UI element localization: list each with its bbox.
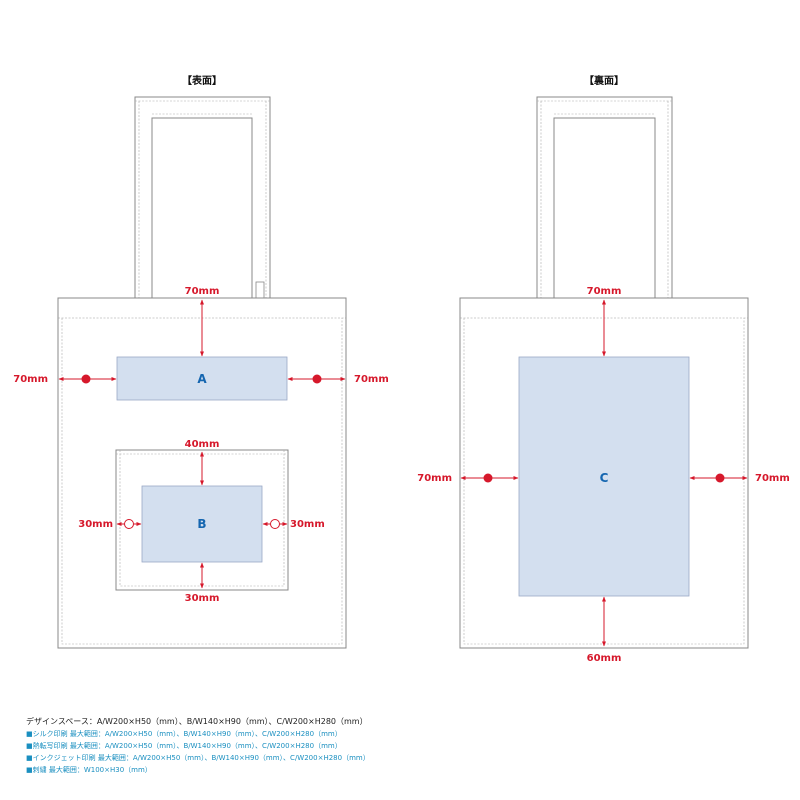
front-view: 【表面】 A 70mm 70mm 70mm (13, 74, 389, 649)
back-handle (536, 96, 673, 298)
area-a-top-dim: 70mm (185, 286, 220, 297)
print-area-a (116, 356, 288, 401)
area-b-left-dim: 30mm (78, 519, 113, 530)
back-view: 【裏面】 C 70mm 70mm 70mm (417, 74, 790, 664)
area-a-left-dim: 70mm (13, 374, 48, 385)
area-b-top-dim: 40mm (185, 439, 220, 450)
note-embroidery: ■刺繍 最大範囲：W100×H30（mm） (26, 766, 152, 774)
front-handle (134, 96, 271, 299)
print-area-b (141, 485, 263, 563)
area-c-right-dim: 70mm (755, 473, 790, 484)
note-silk-print: ■シルク印刷 最大範囲：A/W200×H50（mm）、B/W140×H90（mm… (26, 730, 342, 738)
print-area-c-label: C (600, 471, 609, 485)
area-b-bottom-dim: 30mm (185, 593, 220, 604)
area-b-right-dim: 30mm (290, 519, 325, 530)
area-a-right-dot (312, 374, 322, 384)
area-c-top-dim: 70mm (587, 286, 622, 297)
note-design-space: デザインスペース：A/W200×H50（mm）、B/W140×H90（mm）、C… (26, 717, 368, 726)
back-title: 【裏面】 (584, 74, 624, 87)
front-title: 【表面】 (182, 74, 222, 87)
area-b-right-dot (270, 519, 280, 529)
note-heat-transfer: ■熱転写印刷 最大範囲：A/W200×H50（mm）、B/W140×H90（mm… (26, 742, 342, 750)
area-a-right-dim: 70mm (354, 374, 389, 385)
area-c-left-dim: 70mm (417, 473, 452, 484)
print-spec-notes: デザインスペース：A/W200×H50（mm）、B/W140×H90（mm）、C… (26, 716, 786, 776)
print-area-b-label: B (197, 517, 206, 531)
print-area-c (518, 356, 690, 597)
area-c-right-dot (715, 473, 725, 483)
area-c-left-dot (483, 473, 493, 483)
area-a-left-dot (81, 374, 91, 384)
print-area-a-label: A (197, 372, 207, 386)
area-c-bottom-dim: 60mm (587, 653, 622, 664)
note-inkjet: ■インクジェット印刷 最大範囲：A/W200×H50（mm）、B/W140×H9… (26, 754, 370, 762)
area-b-left-dot (124, 519, 134, 529)
